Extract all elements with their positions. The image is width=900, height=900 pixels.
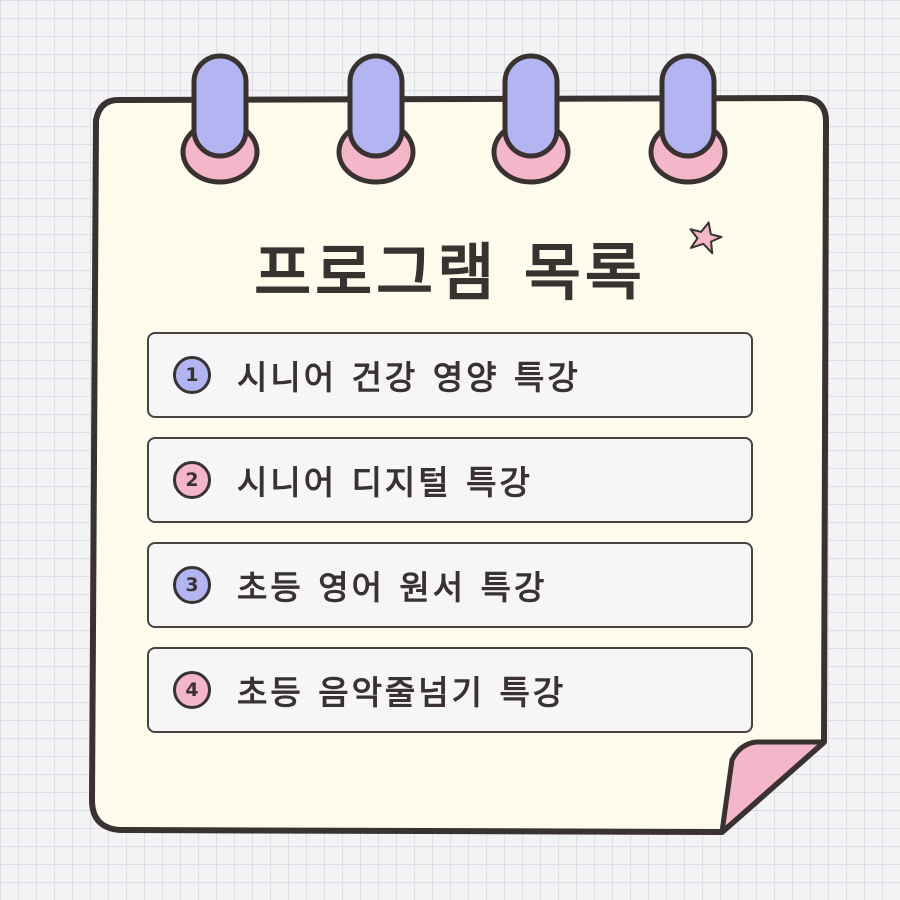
binder-ring <box>648 53 728 185</box>
number-badge: 3 <box>173 566 211 604</box>
number-badge: 4 <box>173 671 211 709</box>
program-label: 초등 음악줄넘기 특강 <box>237 673 567 712</box>
page-curl <box>719 739 827 835</box>
page-title: 프로그램 목록 <box>254 236 646 309</box>
list-item: 4 초등 음악줄넘기 특강 <box>147 647 753 733</box>
number-badge: 2 <box>173 461 211 499</box>
program-list: 1 시니어 건강 영양 특강 2 시니어 디지털 특강 3 초등 영어 원서 특… <box>147 332 753 752</box>
list-item: 2 시니어 디지털 특강 <box>147 437 753 523</box>
program-label: 시니어 디지털 특강 <box>237 463 533 502</box>
binder-ring <box>491 53 571 185</box>
star-icon <box>689 221 723 255</box>
program-label: 초등 영어 원서 특강 <box>237 568 548 607</box>
program-label: 시니어 건강 영양 특강 <box>237 358 581 397</box>
binder-ring <box>180 53 260 185</box>
number-badge: 1 <box>173 356 211 394</box>
list-item: 3 초등 영어 원서 특강 <box>147 542 753 628</box>
binder-ring <box>336 53 416 185</box>
list-item: 1 시니어 건강 영양 특강 <box>147 332 753 418</box>
